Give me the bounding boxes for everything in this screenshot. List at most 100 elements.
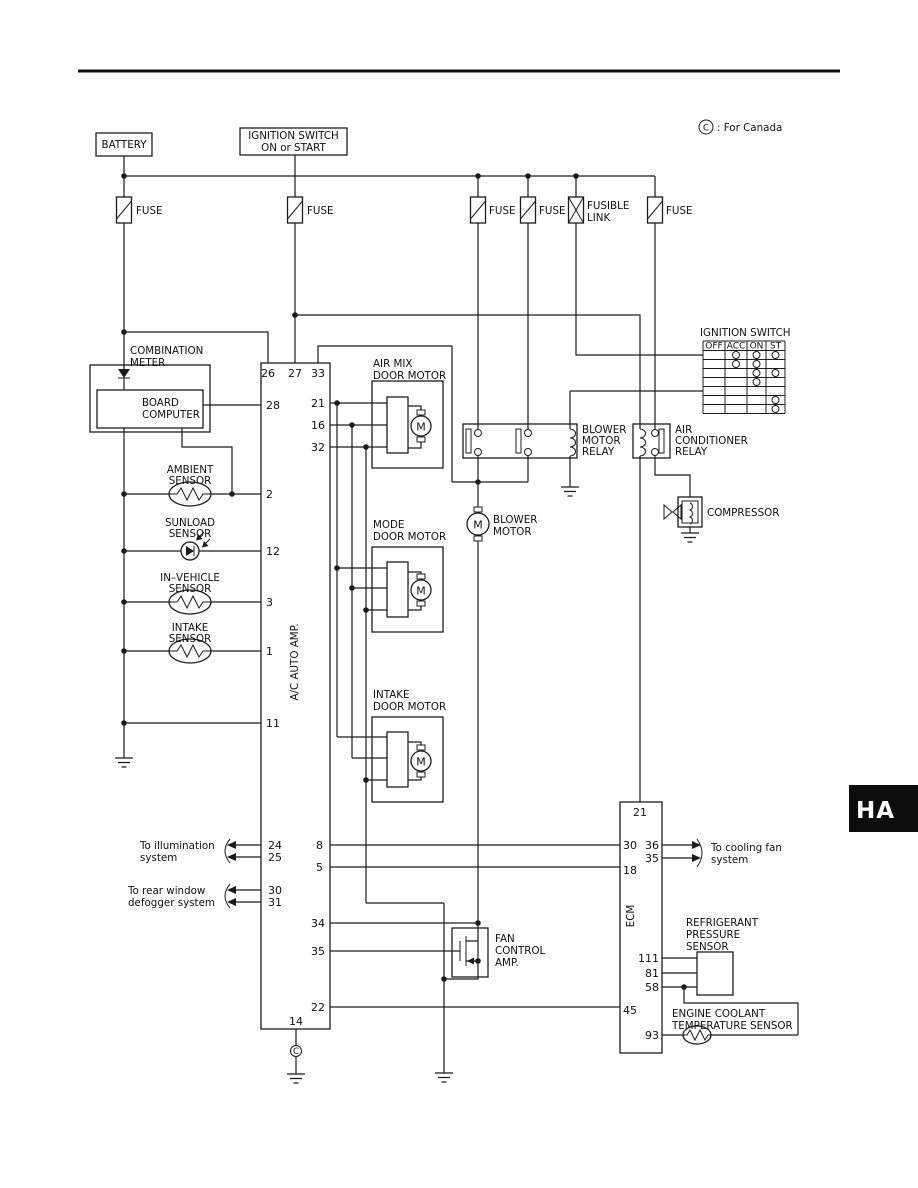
blower-relay-label-1: BLOWER xyxy=(582,424,626,436)
amp-pin-12: 12 xyxy=(266,545,280,558)
ac-auto-amp-box xyxy=(260,362,331,1030)
ecm-pin-36: 36 xyxy=(645,839,659,852)
coolant-sensor-symbol xyxy=(682,1025,712,1045)
air-mix-motor-unit xyxy=(386,396,409,454)
air-mix-label-1: AIR MIX xyxy=(373,358,412,370)
door-motor-wires xyxy=(330,402,445,1073)
fusible-link-label-1: FUSIBLE xyxy=(587,200,629,212)
cooling-fan-label-2: system xyxy=(711,854,748,866)
motor-letter: M xyxy=(416,756,426,769)
ecm-box xyxy=(619,801,663,1054)
air-mix-label-2: DOOR MOTOR xyxy=(373,370,446,382)
air-mix-motor-symbol: M xyxy=(410,409,432,443)
blower-relay-label-3: RELAY xyxy=(582,446,615,458)
amp-pin-2: 2 xyxy=(266,488,273,501)
sunload-sensor-label-2: SENSOR xyxy=(169,528,212,540)
canada-symbol-icon: C xyxy=(293,1047,299,1057)
ign-col-st: ST xyxy=(770,342,782,352)
ref-pressure-label-2: PRESSURE xyxy=(686,929,740,941)
ac-auto-amp-label: A/C AUTO AMP. xyxy=(289,623,301,700)
ignition-table-circles xyxy=(732,351,780,413)
fusible-link-label-2: LINK xyxy=(587,212,610,224)
ign-col-on: ON xyxy=(750,342,764,352)
amp-pin-8: 8 xyxy=(316,839,323,852)
amp-pin-26: 26 xyxy=(261,367,275,380)
ignition-switch-box xyxy=(239,127,348,156)
ignition-contact-circle xyxy=(752,369,761,377)
fan-control-label-1: FAN xyxy=(495,933,515,945)
sensor-symbols xyxy=(168,481,712,1045)
canada-note-text: : For Canada xyxy=(717,122,782,134)
fan-control-label-3: AMP. xyxy=(495,957,519,969)
ecm-pin-30: 30 xyxy=(623,839,637,852)
motor-letter: M xyxy=(473,519,483,532)
canada-symbol-icon: C xyxy=(703,124,709,134)
ignition-switch-label-2: ON or START xyxy=(261,142,326,154)
compressor-label: COMPRESSOR xyxy=(707,507,779,519)
intake-motor-unit xyxy=(386,731,409,788)
fan-control-label-2: CONTROL xyxy=(495,945,546,957)
fuse-label: FUSE xyxy=(136,205,163,217)
in-vehicle-sensor-label-2: SENSOR xyxy=(169,583,212,595)
blower-relay-coil xyxy=(569,428,576,457)
combination-meter-label-1: COMBINATION xyxy=(130,345,203,357)
blower-motor-label-1: BLOWER xyxy=(493,514,537,526)
amp-pin-27: 27 xyxy=(288,367,302,380)
sunload-sensor-label-1: SUNLOAD xyxy=(165,517,215,529)
intake-sensor-label-2: SENSOR xyxy=(169,633,212,645)
fuse-battery xyxy=(115,196,133,224)
canada-note: C : For Canada xyxy=(698,119,782,135)
ignition-contact-circle xyxy=(771,405,780,413)
amp-pin-22: 22 xyxy=(311,1001,325,1014)
ambient-sensor-symbol xyxy=(168,481,212,507)
fuse-label: FUSE xyxy=(489,205,516,217)
ambient-sensor-label-2: SENSOR xyxy=(169,475,212,487)
mode-label-1: MODE xyxy=(373,519,404,531)
amp-pin-30: 30 xyxy=(268,884,282,897)
battery-box xyxy=(95,132,153,157)
ignition-contact-circle xyxy=(752,360,761,368)
section-tab-label: HA xyxy=(856,798,895,824)
ignition-switch-label-1: IGNITION SWITCH xyxy=(248,130,339,142)
intake-motor-label-1: INTAKE xyxy=(373,689,410,701)
ac-relay-label-1: AIR xyxy=(675,424,692,436)
refrigerant-sensor-box xyxy=(696,951,734,996)
motor-symbols: M M M M xyxy=(410,409,490,778)
ignition-table-title: IGNITION SWITCH xyxy=(700,327,791,339)
ecm-pin-58: 58 xyxy=(645,981,659,994)
amp-pin-14: 14 xyxy=(289,1015,303,1028)
ignition-contact-circle xyxy=(771,369,780,377)
amp-pin-3: 3 xyxy=(266,596,273,609)
ign-col-off: OFF xyxy=(705,342,722,352)
sunload-sensor-symbol xyxy=(180,531,211,561)
ignition-contact-circle xyxy=(752,378,761,386)
ecm-pin-81: 81 xyxy=(645,967,659,980)
intake-motor-box xyxy=(371,716,444,803)
amp-pin-25: 25 xyxy=(268,851,282,864)
ref-pressure-label-1: REFRIGERANT xyxy=(686,917,759,929)
air-mix-motor-box xyxy=(371,380,444,469)
fuse-symbols xyxy=(115,196,664,224)
ecm-pin-45: 45 xyxy=(623,1004,637,1017)
amp-pin-16: 16 xyxy=(311,419,325,432)
fuse-label: FUSE xyxy=(307,205,334,217)
ignition-contact-circle xyxy=(732,360,740,368)
ecm-pin-93: 93 xyxy=(645,1029,659,1042)
defogger-label-1: To rear window xyxy=(127,885,205,897)
fuse-3 xyxy=(469,196,487,224)
ignition-contact-circle xyxy=(752,351,761,359)
ground-symbols xyxy=(115,486,699,1084)
ecm-label: ECM xyxy=(625,905,637,928)
amp-pin-24: 24 xyxy=(268,839,282,852)
battery-label: BATTERY xyxy=(102,139,148,151)
motor-letter: M xyxy=(416,421,426,434)
blower-relay-internals xyxy=(465,428,576,457)
ign-col-acc: ACC xyxy=(727,342,746,352)
combination-meter-box xyxy=(89,364,211,433)
ecm-pin-21: 21 xyxy=(633,806,647,819)
amp-pin-21: 21 xyxy=(311,397,325,410)
fan-control-amp-box xyxy=(451,927,489,978)
fan-control-fet xyxy=(459,936,474,966)
